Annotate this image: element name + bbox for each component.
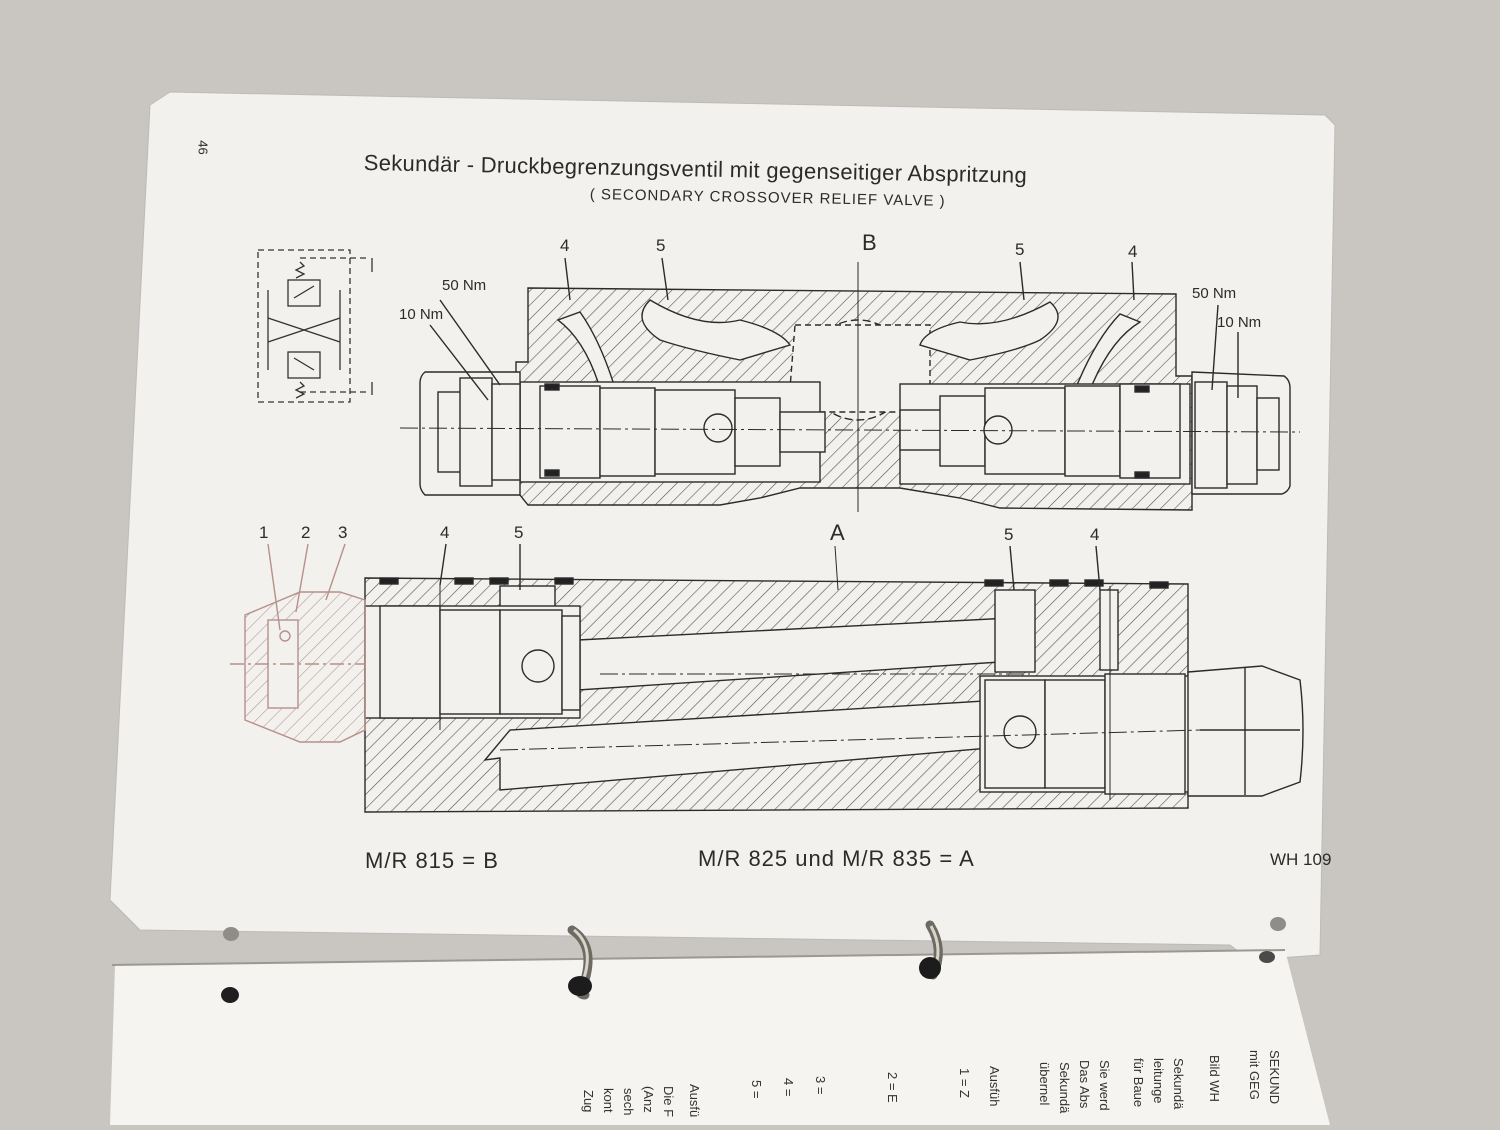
next-page-text: 1 = Z (957, 1068, 972, 1098)
callout-1: 1 (259, 523, 269, 542)
torque-left-outer: 50 Nm (442, 277, 487, 294)
next-page-text: Bild WH (1207, 1055, 1222, 1102)
next-page-text: leitunge (1151, 1058, 1166, 1104)
next-page-text: (Anz (641, 1086, 656, 1113)
port-label-a: A (830, 520, 846, 545)
page-number: 46 (195, 140, 211, 155)
callout-2: 2 (301, 523, 311, 542)
binder-ring (919, 920, 943, 980)
bottom-page (110, 950, 1330, 1125)
hydraulic-symbol (257, 249, 373, 403)
next-page-text: Ausfü (687, 1084, 702, 1118)
next-page-text: 4 = (781, 1078, 796, 1097)
torque-right-outer: 50 Nm (1192, 285, 1237, 302)
upper-cross-section (399, 257, 1301, 512)
torque-left-inner: 10 Nm (399, 306, 444, 323)
caption-left-model: M/R 815 = B (365, 848, 499, 873)
punch-hole (1259, 951, 1275, 963)
next-page-text: übernel (1037, 1062, 1052, 1106)
lower-cross-section (230, 543, 1304, 813)
drawing-number: WH 109 (1270, 850, 1332, 869)
next-page-text: kont (601, 1088, 616, 1113)
next-page-text: Sekundä (1171, 1058, 1186, 1110)
punch-hole (221, 987, 239, 1003)
next-page-text: für Baue (1131, 1058, 1146, 1108)
callout-4-left: 4 (560, 236, 570, 255)
callout-5-lower-right: 5 (1004, 525, 1014, 544)
next-page-text: Sie werd (1097, 1060, 1112, 1111)
next-page-text: 2 = E (885, 1072, 900, 1103)
punch-hole (1270, 917, 1286, 931)
callout-5-left: 5 (656, 236, 666, 255)
callout-4-lower-left: 4 (440, 523, 450, 542)
callout-4-lower-right: 4 (1090, 525, 1100, 544)
callout-5-right: 5 (1015, 240, 1025, 259)
caption-right-model: M/R 825 und M/R 835 = A (698, 846, 975, 871)
port-label-b: B (862, 230, 878, 255)
next-page-text: 3 = (813, 1076, 828, 1095)
torque-right-inner: 10 Nm (1217, 314, 1262, 331)
callout-4-right: 4 (1128, 242, 1138, 261)
callout-3: 3 (338, 523, 348, 542)
next-page-text: Ausfüh (987, 1066, 1002, 1107)
next-page-text: mit GEG (1247, 1050, 1262, 1100)
next-page-text: 5 = (749, 1080, 764, 1099)
next-page-text: Das Abs (1077, 1060, 1092, 1109)
next-page-text: SEKUND (1267, 1050, 1282, 1105)
top-page (109, 91, 1336, 961)
next-page-text: Sekundä (1057, 1062, 1072, 1114)
callout-5-lower-left: 5 (514, 523, 524, 542)
next-page-text: Zug (581, 1090, 596, 1113)
next-page-text: Die F (661, 1086, 676, 1118)
next-page-text: sech (621, 1088, 636, 1116)
punch-hole (223, 927, 239, 941)
page-fold (111, 949, 1286, 966)
binder-ring (567, 925, 593, 1000)
